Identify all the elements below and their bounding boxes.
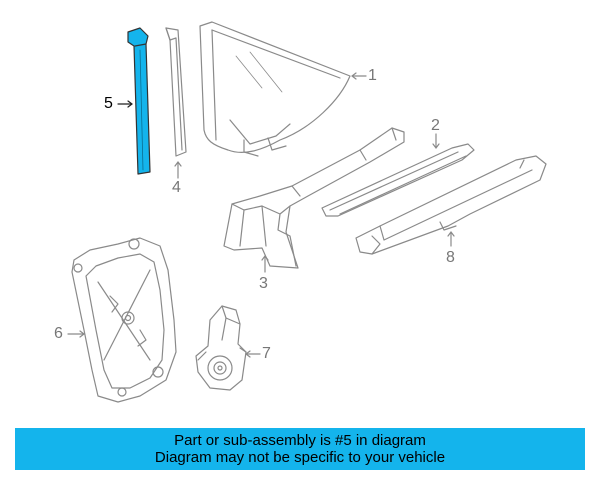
part-8-rail[interactable] xyxy=(355,155,547,255)
part-5-weatherstrip[interactable] xyxy=(127,27,151,175)
info-banner: Part or sub-assembly is #5 in diagram Di… xyxy=(15,428,585,470)
part-1-quarter-glass[interactable] xyxy=(199,21,351,157)
callout-4[interactable]: 4 xyxy=(172,179,181,196)
part-6-regulator[interactable] xyxy=(71,237,177,403)
part-4-channel[interactable] xyxy=(165,27,187,157)
part-7-motor[interactable] xyxy=(195,305,247,391)
part-3-bracket[interactable] xyxy=(223,127,405,269)
callout-1[interactable]: 1 xyxy=(368,67,377,84)
callout-5[interactable]: 5 xyxy=(104,95,113,112)
callout-7[interactable]: 7 xyxy=(262,345,271,362)
callout-8[interactable]: 8 xyxy=(446,249,455,266)
parts-diagram xyxy=(67,21,547,403)
callout-3[interactable]: 3 xyxy=(259,275,268,292)
callout-2[interactable]: 2 xyxy=(431,117,440,134)
leader-lines xyxy=(67,72,455,358)
callout-6[interactable]: 6 xyxy=(54,325,63,342)
part-2-sill-strip[interactable] xyxy=(321,143,475,217)
banner-line-part: Part or sub-assembly is #5 in diagram xyxy=(174,432,426,449)
banner-line-disclaimer: Diagram may not be specific to your vehi… xyxy=(154,449,446,466)
